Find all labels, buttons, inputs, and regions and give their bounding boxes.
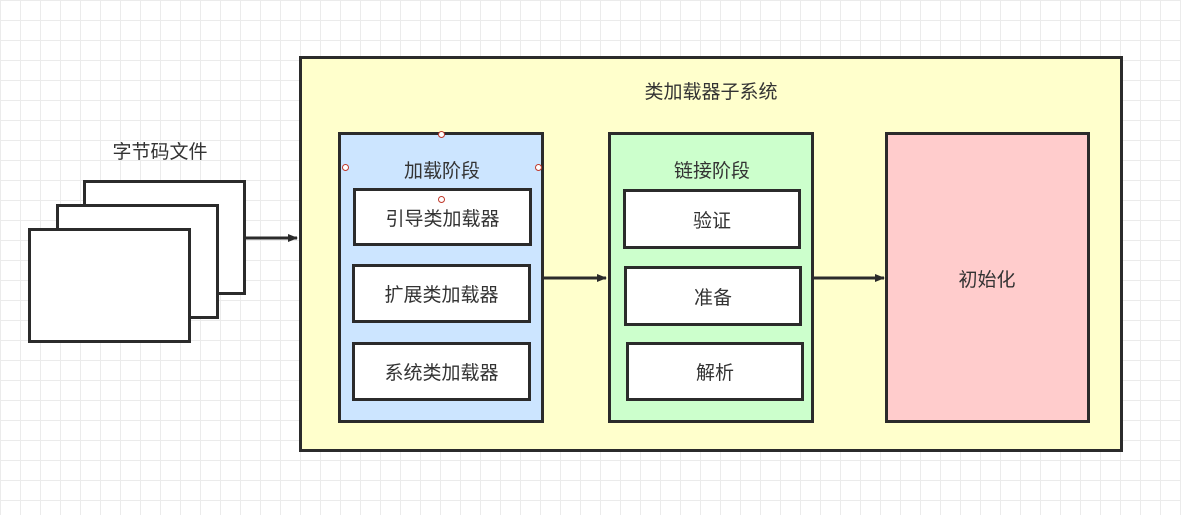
extension-class-loader: 扩展类加载器 — [352, 264, 531, 323]
resolve-step: 解析 — [626, 342, 804, 401]
bootstrap-class-loader: 引导类加载器 — [353, 188, 532, 246]
initialization-title: 初始化 — [958, 269, 1016, 291]
linking-stage-title: 链接阶段 — [673, 160, 750, 182]
verify-step: 验证 — [623, 189, 801, 249]
selection-handle-left[interactable] — [342, 164, 349, 171]
selection-handle-bottom[interactable] — [438, 196, 445, 203]
loading-stage-title: 加载阶段 — [403, 160, 480, 182]
bytecode-label: 字节码文件 — [112, 141, 208, 163]
bytecode-file-front — [28, 228, 191, 343]
system-class-loader: 系统类加载器 — [352, 342, 531, 401]
selection-handle-right[interactable] — [535, 164, 542, 171]
prepare-step: 准备 — [624, 266, 802, 326]
initialization-stage — [885, 132, 1090, 423]
subsystem-title: 类加载器子系统 — [644, 81, 778, 103]
selection-handle-top[interactable] — [438, 131, 445, 138]
